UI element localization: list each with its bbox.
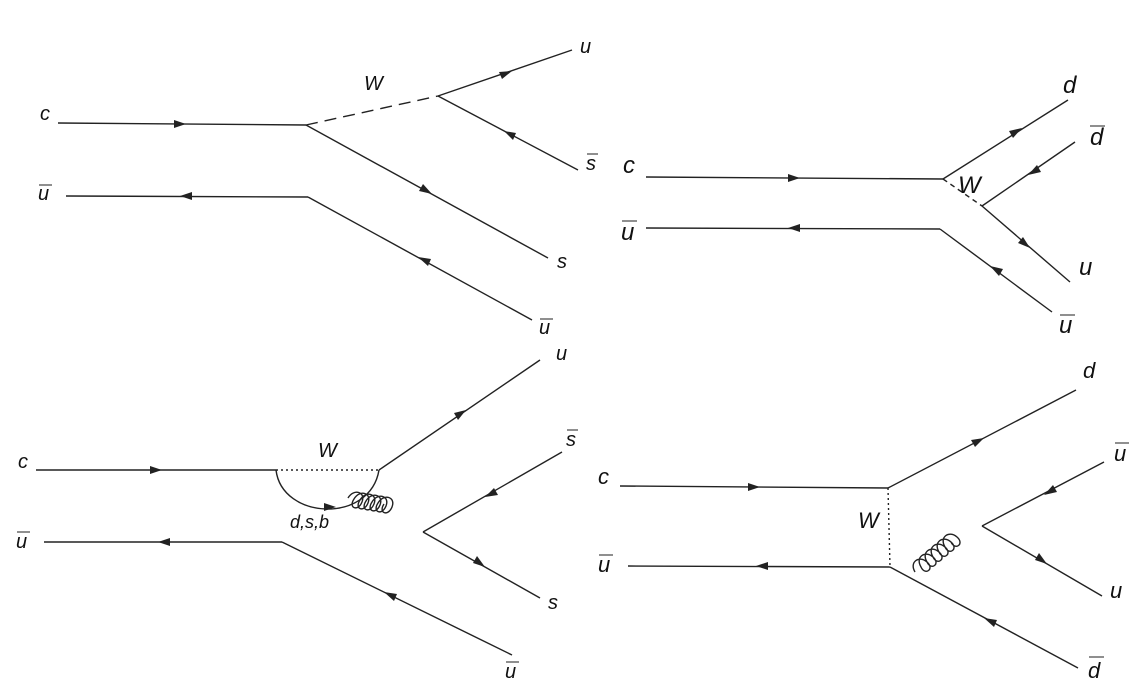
- arrow-ubar-in: [756, 562, 768, 570]
- label-sbar-out: s: [566, 429, 576, 451]
- label-u-out: u: [556, 343, 567, 365]
- arrow-ubar-in: [158, 538, 170, 546]
- label-loop: d,s,b: [290, 512, 329, 532]
- label-sbar-out: s: [586, 153, 596, 175]
- arrow-s-out: [419, 184, 432, 194]
- arrow-u-out: [1035, 553, 1047, 564]
- arrow-sbar-out: [485, 488, 498, 497]
- label-dbar-out: d: [1090, 124, 1104, 151]
- arrow-ubar-in: [788, 224, 800, 232]
- diagram-top-left: c u W u s s u: [38, 36, 598, 339]
- w-boson-line: [887, 487, 891, 568]
- gluon-line: [347, 491, 394, 514]
- label-c: c: [623, 152, 635, 179]
- quark-line-ubar-out: [281, 541, 513, 656]
- quark-line-d-out: [942, 99, 1069, 180]
- arrow-s-out: [473, 556, 485, 567]
- diagram-top-right: c u W d d u u: [621, 72, 1105, 339]
- label-c: c: [18, 451, 28, 473]
- diagram-bottom-right: c u W d u u d: [598, 358, 1129, 683]
- label-d-out: d: [1083, 358, 1096, 383]
- arrow-ubar-out: [384, 592, 397, 601]
- label-ubar-in: u: [38, 183, 49, 205]
- arrow-c: [174, 120, 186, 128]
- label-w: W: [958, 172, 983, 199]
- arrow-u-out: [499, 71, 512, 79]
- arrow-dbar-out: [1028, 165, 1041, 175]
- label-d-out: d: [1063, 72, 1077, 99]
- diagram-bottom-left: c u W d,s,b u s s u: [16, 343, 578, 683]
- arrow-ubar-in: [180, 192, 192, 200]
- arrow-ubar-out: [418, 257, 431, 266]
- arrow-u-out: [1018, 237, 1030, 248]
- quark-line-dbar-out: [889, 566, 1079, 669]
- label-w: W: [364, 73, 385, 95]
- label-c: c: [598, 464, 609, 489]
- label-s-out: s: [548, 592, 558, 614]
- arrow-c: [748, 483, 760, 491]
- label-u-out: u: [1110, 578, 1122, 603]
- label-ubar-in: u: [16, 531, 27, 553]
- label-c: c: [40, 103, 50, 125]
- label-s-out: s: [557, 251, 567, 273]
- label-ubar-out: u: [1114, 441, 1126, 466]
- label-ubar-out: u: [505, 661, 516, 683]
- arrow-ubar-out: [990, 266, 1003, 276]
- arrow-d-out: [1009, 128, 1022, 138]
- arrow-dbar-out: [984, 618, 997, 627]
- label-u-out: u: [580, 36, 591, 58]
- label-ubar-in: u: [621, 219, 634, 246]
- arrow-d-out: [971, 438, 984, 447]
- arrow-loop: [324, 503, 336, 511]
- label-ubar-in: u: [598, 552, 610, 577]
- w-boson-line: [942, 178, 983, 207]
- label-w: W: [318, 440, 339, 462]
- arrow-c: [788, 174, 800, 182]
- arrow-sbar-out: [504, 131, 516, 140]
- quark-line-ubar-out: [981, 461, 1105, 527]
- label-w: W: [858, 508, 881, 533]
- label-u-out: u: [1079, 254, 1092, 281]
- arrow-ubar-out: [1044, 485, 1057, 495]
- label-ubar-out: u: [539, 317, 550, 339]
- label-dbar-out: d: [1088, 658, 1101, 683]
- label-ubar-out: u: [1059, 312, 1072, 339]
- arrow-u-out: [454, 410, 466, 420]
- gluon-line: [912, 533, 961, 573]
- quark-line-dbar-out: [981, 141, 1076, 207]
- loop-quark-arc: [275, 469, 380, 510]
- w-boson-line: [305, 95, 439, 126]
- arrow-c: [150, 466, 162, 474]
